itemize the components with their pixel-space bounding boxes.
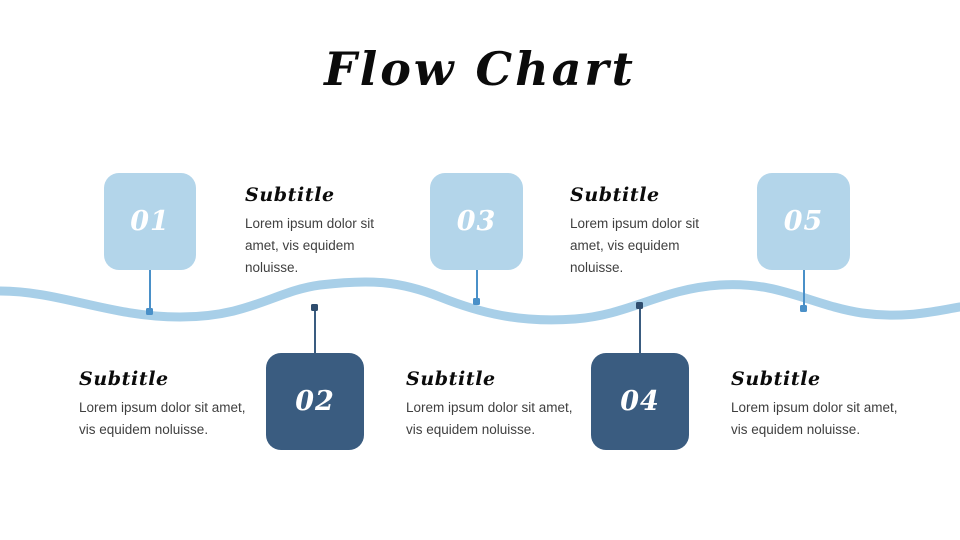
step-subtitle-05: Subtitle [731,368,821,390]
connector-dot-05 [800,305,807,312]
step-body-03: Lorem ipsum dolor sit amet, vis equidem … [570,216,700,275]
connector-dot-02 [311,304,318,311]
step-subtitle-03: Subtitle [570,184,660,206]
step-text-04: Subtitle Lorem ipsum dolor sit amet, vis… [406,368,586,441]
step-subtitle-04: Subtitle [406,368,496,390]
connector-line-03 [476,268,478,303]
step-number-04: 04 [620,386,660,417]
connector-dot-04 [636,302,643,309]
step-subtitle-02: Subtitle [79,368,169,390]
step-box-02[interactable]: 02 [266,353,364,450]
step-body-05: Lorem ipsum dolor sit amet, vis equidem … [731,400,898,437]
step-body-01: Lorem ipsum dolor sit amet, vis equidem … [245,216,375,275]
step-text-05: Subtitle Lorem ipsum dolor sit amet, vis… [731,368,911,441]
wave-divider-icon [0,277,960,325]
step-box-04[interactable]: 04 [591,353,689,450]
connector-dot-03 [473,298,480,305]
connector-line-05 [803,268,805,309]
step-body-04: Lorem ipsum dolor sit amet, vis equidem … [406,400,573,437]
step-box-03[interactable]: 03 [430,173,523,270]
step-text-01: Subtitle Lorem ipsum dolor sit amet, vis… [245,184,405,279]
step-number-05: 05 [783,206,824,237]
step-box-01[interactable]: 01 [104,173,196,270]
page-title: Flow Chart [324,42,636,96]
step-number-02: 02 [295,386,335,417]
connector-line-02 [314,308,316,354]
step-subtitle-01: Subtitle [245,184,335,206]
step-text-02: Subtitle Lorem ipsum dolor sit amet, vis… [79,368,259,441]
connector-dot-01 [146,308,153,315]
connector-line-01 [149,268,151,313]
step-number-03: 03 [456,206,497,237]
step-text-03: Subtitle Lorem ipsum dolor sit amet, vis… [570,184,730,279]
step-number-01: 01 [130,206,170,237]
connector-line-04 [639,306,641,354]
step-body-02: Lorem ipsum dolor sit amet, vis equidem … [79,400,246,437]
step-box-05[interactable]: 05 [757,173,850,270]
